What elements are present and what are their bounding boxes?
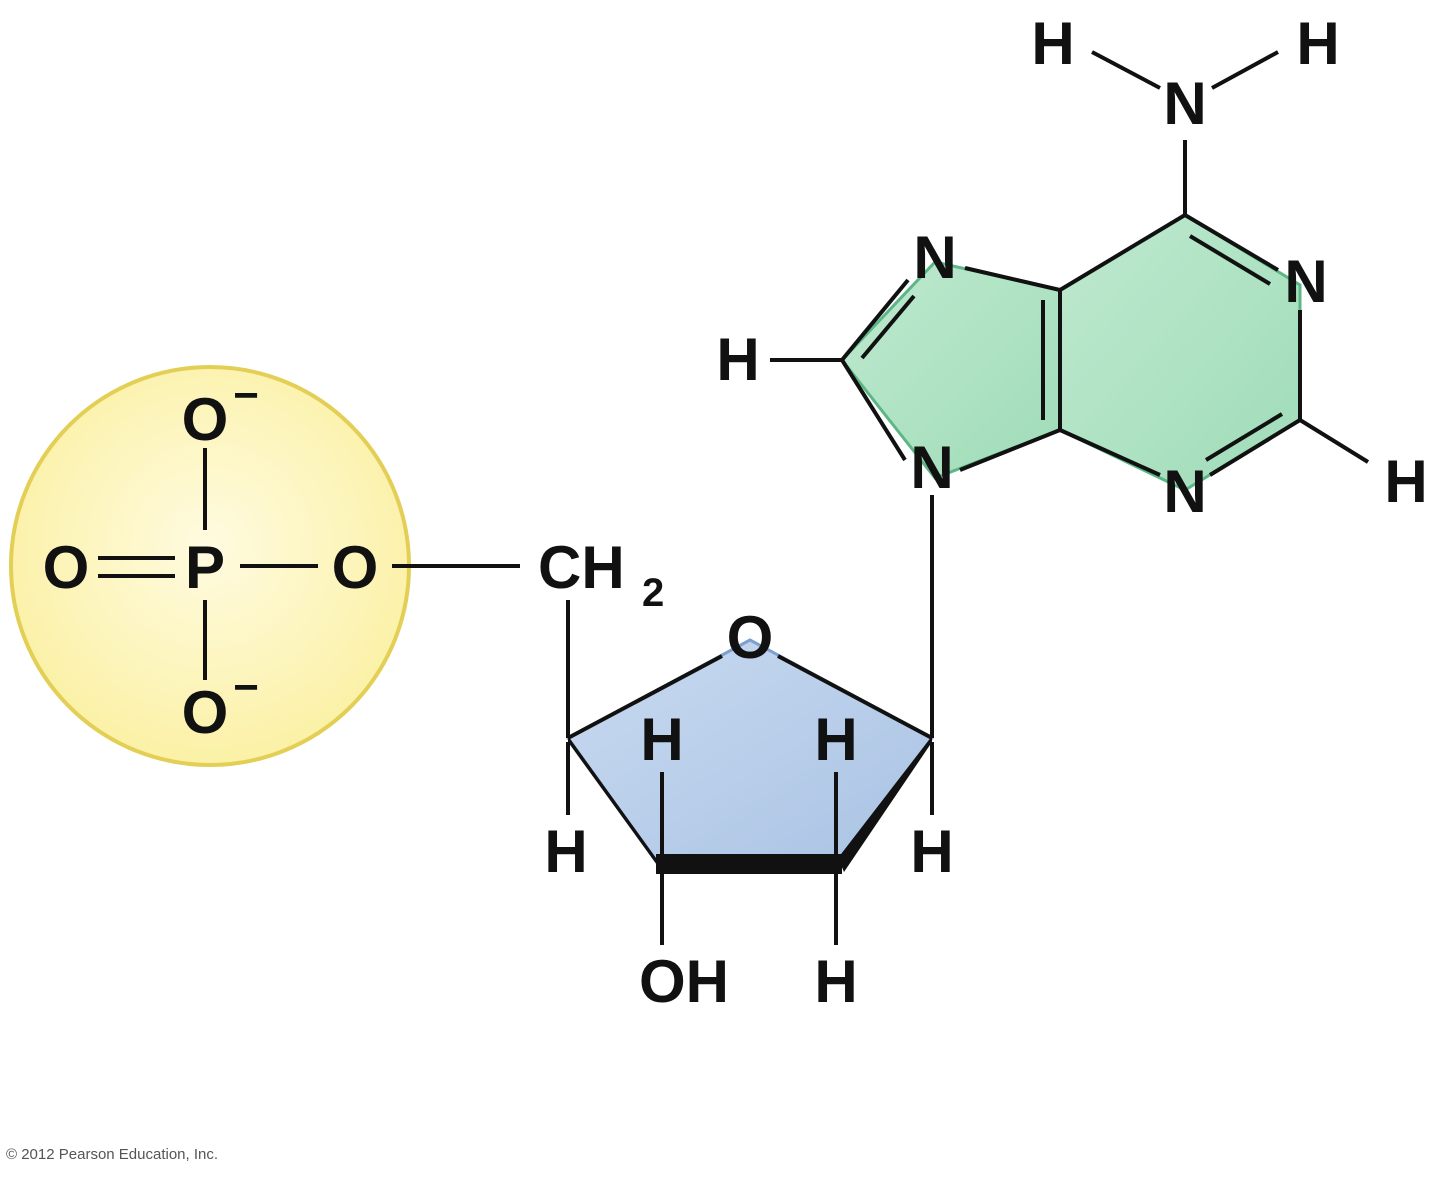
atom-h-c2-down: H <box>814 948 857 1015</box>
bond-c8-n7-double <box>860 294 916 360</box>
bond-c2-n3-double <box>1204 412 1284 462</box>
bond-c2-c1-wedge <box>838 736 932 872</box>
bond-c2-n3 <box>1208 418 1302 477</box>
charge-top: − <box>233 371 259 420</box>
bond-c6-n1-double <box>1188 234 1272 286</box>
bond-c5-c6 <box>1058 213 1187 292</box>
bond-amino-h-left <box>1091 50 1161 90</box>
bond-n7-c5 <box>964 266 1061 292</box>
atom-h-c1: H <box>910 818 953 885</box>
atom-o-top: O <box>182 386 229 453</box>
bond-c4-n9 <box>959 428 1061 472</box>
atom-ring-o: O <box>727 604 774 671</box>
bond-c4-ring-o <box>567 654 723 740</box>
atom-h-c3-up: H <box>640 706 683 773</box>
atom-oh: OH <box>639 948 729 1015</box>
base-six-ring <box>1058 213 1302 492</box>
bond-ring-o-c1 <box>777 654 933 740</box>
atom-ch2: CH <box>538 534 625 601</box>
bond-amino-h-right <box>1211 50 1279 90</box>
atom-amino-n: N <box>1163 70 1206 137</box>
atom-o-double: O <box>43 534 90 601</box>
bond-c8-n7 <box>840 278 910 362</box>
atom-n7: N <box>913 224 956 291</box>
bond-c2-h <box>1298 418 1370 464</box>
bond-n3-c4 <box>1059 428 1161 477</box>
atom-h-c2-up: H <box>814 706 857 773</box>
atom-n3: N <box>1163 458 1206 525</box>
atom-n9: N <box>910 434 953 501</box>
atom-h-c4: H <box>544 818 587 885</box>
bond-c3-c2-bold <box>656 854 842 874</box>
atom-ch2-subscript: 2 <box>642 571 664 615</box>
charge-bottom: − <box>233 663 259 712</box>
atom-o-ester: O <box>332 534 379 601</box>
atom-n1: N <box>1284 248 1327 315</box>
bond-c4-c3-wedge <box>568 736 662 872</box>
atom-h8: H <box>716 326 759 393</box>
atom-amino-h-right: H <box>1296 10 1339 77</box>
copyright-notice: © 2012 Pearson Education, Inc. <box>6 1146 218 1163</box>
atom-amino-h-left: H <box>1031 10 1074 77</box>
atom-p: P <box>185 534 225 601</box>
atom-o-bottom: O <box>182 679 229 746</box>
bond-n9-c8 <box>840 358 907 462</box>
bond-c6-n1 <box>1183 213 1280 272</box>
sugar-ring <box>565 638 935 868</box>
atom-h2: H <box>1384 448 1427 515</box>
